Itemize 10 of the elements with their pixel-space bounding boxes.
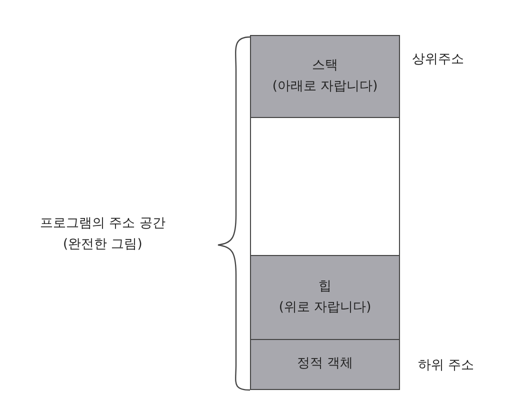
address-space-label: 프로그램의 주소 공간 (완전한 그림)	[40, 215, 166, 254]
segment-label: 정적 객체	[296, 355, 354, 374]
stack-segment	[250, 35, 400, 119]
static-segment	[250, 339, 400, 390]
segment-label: 스택 (아래로 자랍니다)	[272, 57, 378, 96]
address-label: 하위 주소	[418, 357, 474, 375]
address-label: 상위주소	[412, 51, 464, 69]
memory-segment	[250, 117, 400, 257]
segment-label: 힙 (위로 자랍니다)	[278, 278, 372, 317]
heap-segment	[250, 255, 400, 341]
